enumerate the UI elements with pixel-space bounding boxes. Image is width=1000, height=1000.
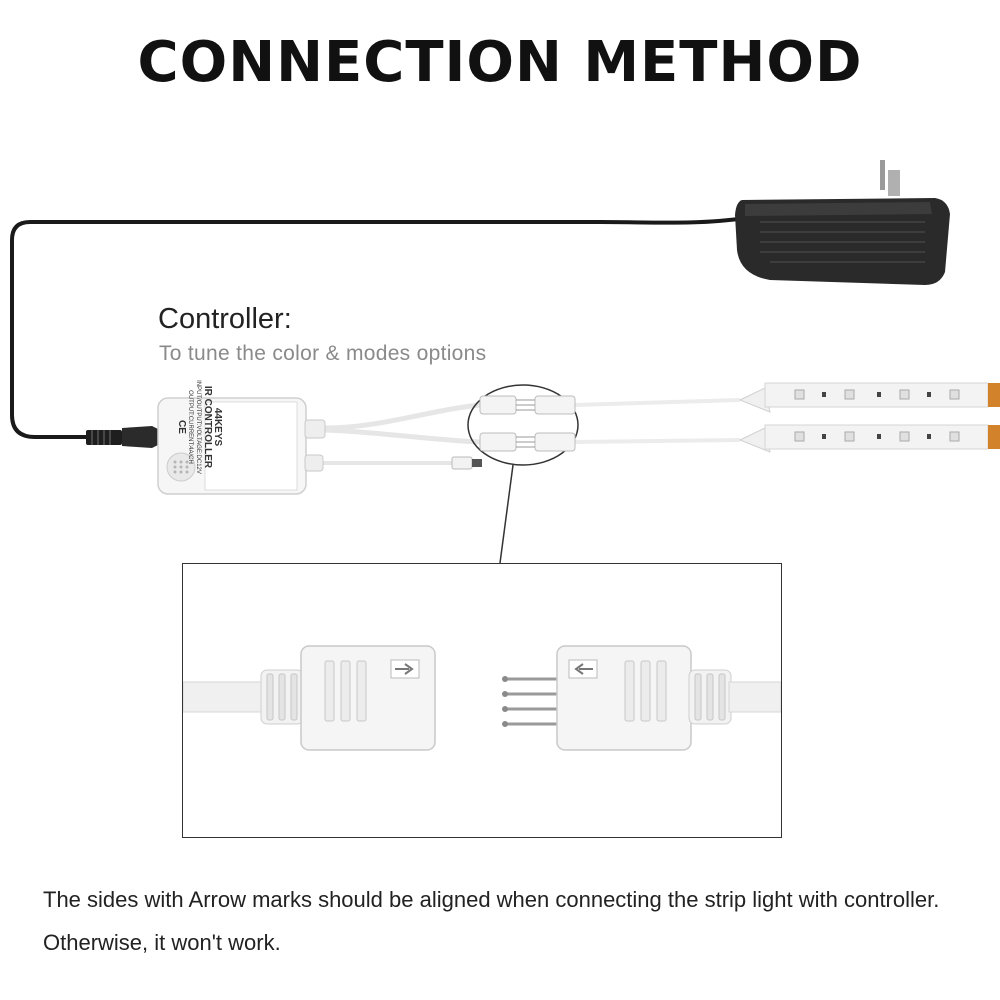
strip-cable-lower	[574, 438, 741, 444]
controller-label-current: OUTPUT:CURRENT:4A/CH	[187, 390, 193, 464]
connector-zoom-illustration	[183, 645, 781, 751]
male-connector	[556, 645, 692, 751]
ir-receiver-icon	[451, 456, 482, 470]
controller-label-keys: 44KEYS	[212, 407, 223, 447]
female-connector	[300, 645, 436, 751]
output-cable-lower	[324, 427, 481, 445]
right-strain-relief	[688, 669, 732, 725]
left-strain-relief	[260, 669, 304, 725]
controller-label-voltage: INPUT/OUTPUT:VOLTAGE:DC12V	[195, 380, 201, 474]
ce-mark: CE	[176, 420, 187, 434]
strip-cable-upper	[574, 398, 741, 407]
led-strip-icon	[738, 382, 1000, 453]
arrow-mark-icon	[568, 659, 598, 679]
zoom-leader-line	[499, 464, 514, 564]
output-cable-upper	[324, 402, 481, 431]
power-adapter-icon	[735, 160, 950, 285]
controller-box-icon	[157, 397, 326, 495]
power-cable	[10, 216, 746, 439]
controller-label-type: IR CONTROLLER	[202, 385, 213, 469]
arrow-mark-icon	[390, 659, 420, 679]
connector-zoom-panel	[182, 563, 782, 838]
connection-instructions: The sides with Arrow marks should be ali…	[43, 887, 940, 955]
controller-device-label: 44KEYS IR CONTROLLER INPUT/OUTPUT:VOLTAG…	[176, 380, 223, 474]
right-cable	[728, 681, 781, 713]
left-cable	[183, 681, 264, 713]
male-pins	[502, 676, 558, 727]
zoom-indicator-circle	[467, 384, 579, 466]
page-title: CONNECTION METHOD	[137, 30, 863, 95]
connector-icon	[479, 395, 576, 452]
controller-heading: Controller:	[158, 303, 292, 335]
dc-plug-icon	[86, 426, 160, 448]
controller-subheading: To tune the color & modes options	[159, 342, 487, 365]
